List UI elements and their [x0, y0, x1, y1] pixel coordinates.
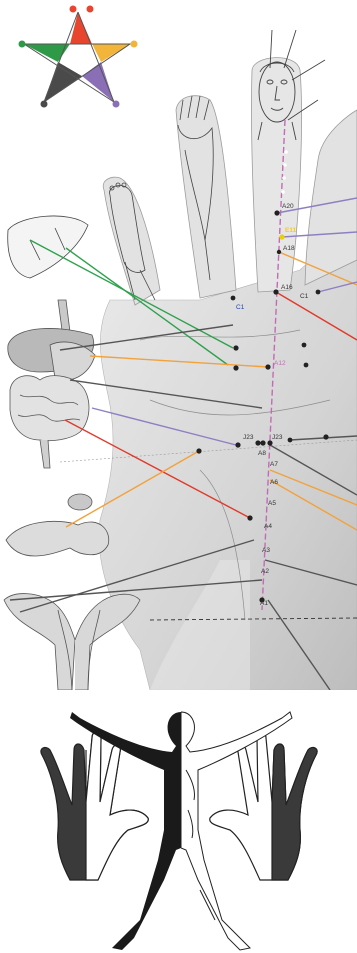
point-label-a12: A12	[274, 360, 286, 367]
point-label-a20: A20	[282, 203, 294, 210]
point-label-a6: A6	[270, 479, 278, 486]
hand-drawing	[60, 30, 357, 690]
hand-chart-svg: A20 E11 A18 C1 A16 C1 A12 J23 J23 A8 A7 …	[0, 0, 357, 690]
point-label-a8: A8	[258, 450, 266, 457]
point-label-a1: A1	[260, 600, 268, 607]
point-label-a4: A4	[264, 523, 272, 530]
point-label-a5: A5	[268, 500, 276, 507]
point-label-e11: E11	[285, 227, 297, 234]
correspondence-svg	[0, 690, 357, 953]
digestive-organs-icon	[8, 300, 95, 468]
point-label-a16: A16	[281, 284, 293, 291]
point-label-j23-right: J23	[272, 434, 283, 441]
point-label-a3: A3	[262, 547, 270, 554]
point-label-j23-left: J23	[243, 434, 254, 441]
five-element-star-icon	[19, 6, 138, 108]
hand-acupuncture-chart: A20 E11 A18 C1 A16 C1 A12 J23 J23 A8 A7 …	[0, 0, 357, 690]
point-label-a18: A18	[283, 245, 295, 252]
pancreas-icon	[6, 494, 109, 556]
uterus-icon	[4, 594, 140, 690]
body-hand-correspondence-diagram	[0, 690, 357, 953]
point-label-a7: A7	[270, 461, 278, 468]
point-label-c1-right: C1	[300, 293, 309, 300]
point-label-c1-left: C1	[236, 304, 245, 311]
liver-icon	[8, 216, 88, 278]
point-label-a2: A2	[261, 568, 269, 575]
